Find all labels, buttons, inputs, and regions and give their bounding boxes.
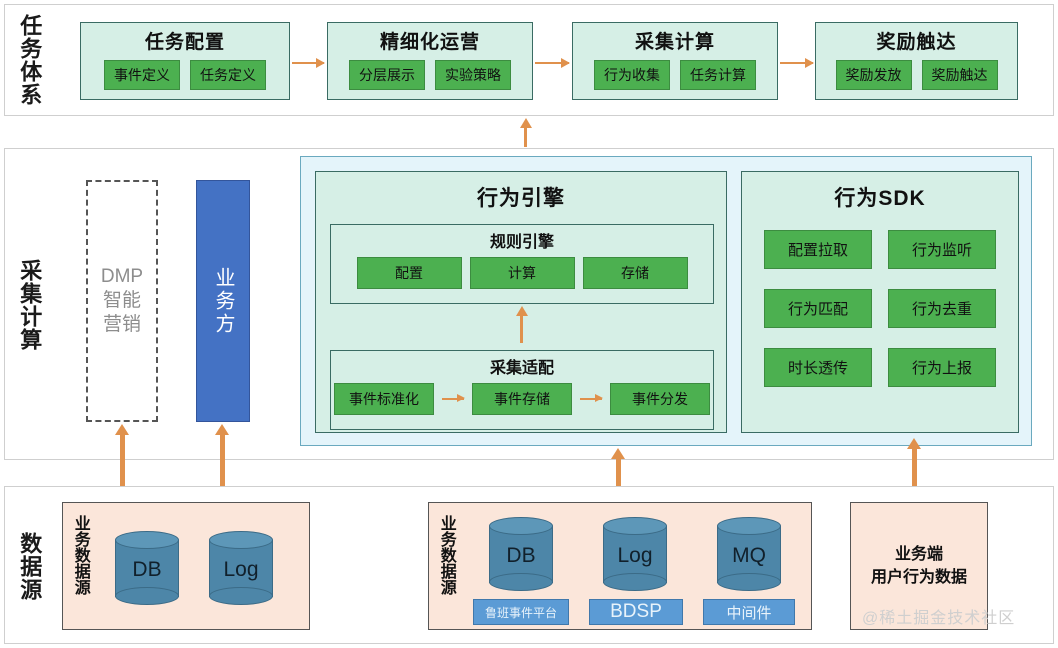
arrow-task-config-to-refined-ops	[292, 58, 325, 68]
cylinder-log[interactable]: Log	[209, 531, 273, 605]
task-card-reward-reach[interactable]: 奖励触达 奖励发放 奖励触达	[815, 22, 1018, 100]
sdk-chip[interactable]: 行为去重	[888, 289, 996, 328]
source-box-client-user-behavior[interactable]: 业务端 用户行为数据	[850, 502, 988, 630]
source-right-line-2: 用户行为数据	[870, 569, 967, 586]
source-box-label: 业务数据源	[437, 515, 455, 595]
task-chip[interactable]: 实验策略	[435, 60, 511, 90]
cylinder-mq[interactable]: MQ	[717, 517, 781, 591]
task-chip[interactable]: 任务定义	[190, 60, 266, 90]
cylinder-top	[489, 517, 553, 535]
rule-engine-chip[interactable]: 存储	[582, 257, 688, 289]
collect-adapt-chip[interactable]: 事件标准化	[334, 383, 434, 415]
dmp-line-2: 智能	[102, 290, 141, 312]
arrow-source-left-to-business-party	[215, 424, 229, 502]
sdk-chip[interactable]: 行为上报	[888, 348, 996, 387]
task-card-task-config[interactable]: 任务配置 事件定义 任务定义	[80, 22, 290, 100]
band-label-collect-compute: 采集计算	[17, 259, 43, 351]
source-box-label: 业务数据源	[71, 515, 89, 595]
source-right-line-1: 业务端	[894, 545, 943, 563]
cylinder-top	[209, 531, 273, 549]
task-card-refined-operation[interactable]: 精细化运营 分层展示 实验策略	[327, 22, 533, 100]
business-party-box[interactable]: 业务方	[196, 180, 250, 422]
sdk-chip[interactable]: 行为监听	[888, 230, 996, 269]
task-chip[interactable]: 奖励发放	[835, 60, 912, 90]
source-box-business-data-left[interactable]: 业务数据源 DB Log	[62, 502, 310, 630]
cylinder-top	[115, 531, 179, 549]
sdk-chip[interactable]: 配置拉取	[764, 230, 872, 269]
sdk-chip[interactable]: 行为匹配	[764, 289, 872, 328]
cylinder-label: Log	[223, 558, 259, 581]
arrow-refined-ops-to-collect-compute	[535, 58, 570, 68]
task-card-title: 采集计算	[634, 32, 715, 53]
band-label-task-system: 任务体系	[17, 14, 43, 106]
panel-behavior-sdk: 行为SDK 配置拉取 行为监听 行为匹配 行为去重 时长透传 行为上报	[741, 171, 1019, 433]
collect-adapt-chip[interactable]: 事件存储	[472, 383, 572, 415]
cylinder-log[interactable]: Log	[603, 517, 667, 591]
cylinder-bottom	[209, 587, 273, 605]
arrow-source-right-to-behavior-sdk	[907, 438, 921, 502]
business-party-label: 业务方	[212, 266, 234, 336]
arrow-collect-band-to-task-band	[519, 118, 532, 147]
task-card-title: 任务配置	[144, 32, 225, 53]
cylinder-top	[717, 517, 781, 535]
subpanel-collect-adapt: 采集适配 事件标准化 事件存储 事件分发	[330, 350, 714, 430]
sdk-chip[interactable]: 时长透传	[764, 348, 872, 387]
cylinder-bottom	[115, 587, 179, 605]
cylinder-db[interactable]: DB	[489, 517, 553, 591]
dmp-smart-marketing-box[interactable]: DMP 智能 营销	[86, 180, 158, 422]
arrow-collect-compute-to-reward-reach	[780, 58, 814, 68]
task-chip[interactable]: 分层展示	[349, 60, 425, 90]
cylinder-bottom	[603, 573, 667, 591]
task-chip[interactable]: 行为收集	[594, 60, 670, 90]
rule-engine-chip[interactable]: 计算	[469, 257, 575, 289]
subpanel-rule-engine: 规则引擎 配置 计算 存储	[330, 224, 714, 304]
source-tag-middleware[interactable]: 中间件	[703, 599, 795, 625]
subpanel-title-rule-engine: 规则引擎	[489, 234, 554, 251]
panel-behavior-engine: 行为引擎 规则引擎 配置 计算 存储 采集适配 事件标准化 事件存储 事件分发	[315, 171, 727, 433]
collect-adapt-chip[interactable]: 事件分发	[610, 383, 710, 415]
cylinder-label: DB	[506, 544, 536, 567]
task-card-title: 精细化运营	[379, 32, 480, 53]
task-card-collect-compute[interactable]: 采集计算 行为收集 任务计算	[572, 22, 778, 100]
cylinder-top	[603, 517, 667, 535]
source-box-right-text: 业务端 用户行为数据	[851, 503, 987, 629]
task-chip[interactable]: 任务计算	[680, 60, 756, 90]
sdk-chip-grid: 配置拉取 行为监听 行为匹配 行为去重 时长透传 行为上报	[742, 212, 1018, 387]
cylinder-bottom	[717, 573, 781, 591]
engine-sdk-container: 行为引擎 规则引擎 配置 计算 存储 采集适配 事件标准化 事件存储 事件分发	[300, 156, 1032, 446]
cylinder-db[interactable]: DB	[115, 531, 179, 605]
panel-title-behavior-sdk: 行为SDK	[834, 187, 926, 210]
source-tag-luban-event-platform[interactable]: 鲁班事件平台	[473, 599, 569, 625]
arrow-source-mid-to-behavior-engine	[611, 448, 625, 502]
task-chip[interactable]: 奖励触达	[921, 60, 998, 90]
rule-engine-chip[interactable]: 配置	[356, 257, 462, 289]
task-card-title: 奖励触达	[876, 32, 957, 53]
source-tag-bdsp[interactable]: BDSP	[589, 599, 683, 625]
arrow-source-left-to-dmp	[115, 424, 129, 502]
cylinder-label: MQ	[732, 544, 766, 567]
panel-title-behavior-engine: 行为引擎	[477, 187, 565, 210]
cylinder-bottom	[489, 573, 553, 591]
cylinder-label: Log	[617, 544, 653, 567]
subpanel-title-collect-adapt: 采集适配	[489, 360, 554, 377]
arrow-store-to-dispatch	[580, 394, 603, 402]
arrow-collect-adapt-to-rule-engine	[515, 306, 528, 343]
cylinder-label: DB	[132, 558, 162, 581]
task-chip[interactable]: 事件定义	[104, 60, 180, 90]
band-label-data-source: 数据源	[17, 531, 43, 601]
dmp-line-3: 营销	[102, 313, 141, 335]
source-box-business-data-mid[interactable]: 业务数据源 DB Log MQ 鲁班事件平台 BDSP 中间件	[428, 502, 812, 630]
watermark-text: @稀土掘金技术社区	[862, 610, 1016, 627]
arrow-standardize-to-store	[442, 394, 465, 402]
dmp-line-1: DMP	[100, 266, 144, 288]
